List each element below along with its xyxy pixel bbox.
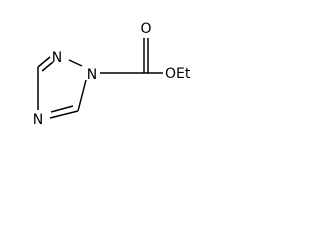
atom-n-bottom: N	[33, 112, 43, 128]
bond-n2-c3	[77, 79, 87, 112]
bond-n1-n2	[68, 59, 83, 67]
bond-c3-n4-second	[50, 105, 74, 113]
bond-c3-n4	[49, 110, 79, 119]
bond-c5-n1	[37, 56, 51, 68]
atom-ester-group: OEt	[165, 66, 191, 82]
atom-n-link: N	[87, 67, 97, 83]
triazole-ring	[37, 56, 87, 119]
carbamate-group	[100, 38, 163, 74]
bond-c5-n1-second	[41, 61, 54, 72]
atom-n-top: N	[52, 50, 62, 66]
atom-carbonyl-oxygen: O	[140, 21, 151, 37]
chemical-structure: N N N O OEt	[33, 21, 191, 128]
